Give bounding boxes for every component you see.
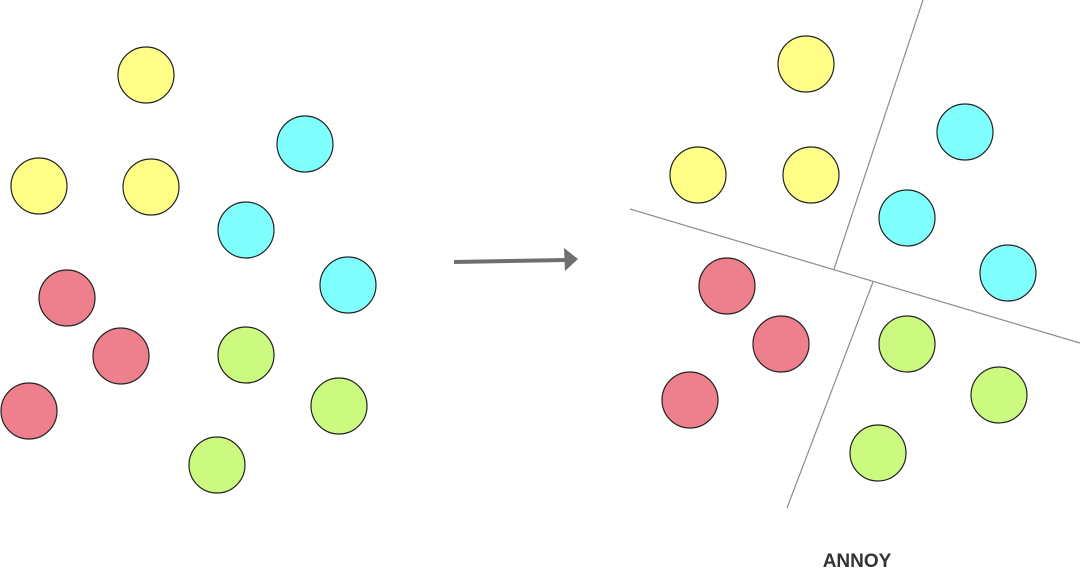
unpartitioned-points <box>0 46 377 494</box>
arrow-shaft <box>453 258 567 264</box>
point-green <box>310 377 368 435</box>
point-yellow <box>669 146 727 204</box>
point-yellow <box>782 146 840 204</box>
point-cyan <box>319 256 377 314</box>
diagram-caption: ANNOY <box>823 551 892 572</box>
split-line-main <box>629 208 1080 344</box>
point-green <box>188 436 246 494</box>
point-cyan <box>979 244 1037 302</box>
point-yellow <box>10 157 68 215</box>
split-line-lower <box>786 281 874 509</box>
arrow-head <box>564 248 578 271</box>
point-red <box>661 371 719 429</box>
point-cyan <box>936 103 994 161</box>
point-cyan <box>878 189 936 247</box>
point-red <box>38 269 96 327</box>
point-red <box>0 382 58 440</box>
point-red <box>752 315 810 373</box>
point-green <box>878 315 936 373</box>
point-red <box>92 327 150 385</box>
arrow-icon <box>453 248 578 271</box>
point-yellow <box>122 158 180 216</box>
point-green <box>217 326 275 384</box>
split-line-upper <box>833 0 924 270</box>
point-green <box>970 366 1028 424</box>
point-red <box>698 257 756 315</box>
point-cyan <box>217 201 275 259</box>
point-green <box>849 424 907 482</box>
point-yellow <box>117 46 175 104</box>
point-yellow <box>777 35 835 93</box>
partitioned-points <box>661 35 1037 482</box>
point-cyan <box>276 115 334 173</box>
split-lines <box>629 0 1080 509</box>
